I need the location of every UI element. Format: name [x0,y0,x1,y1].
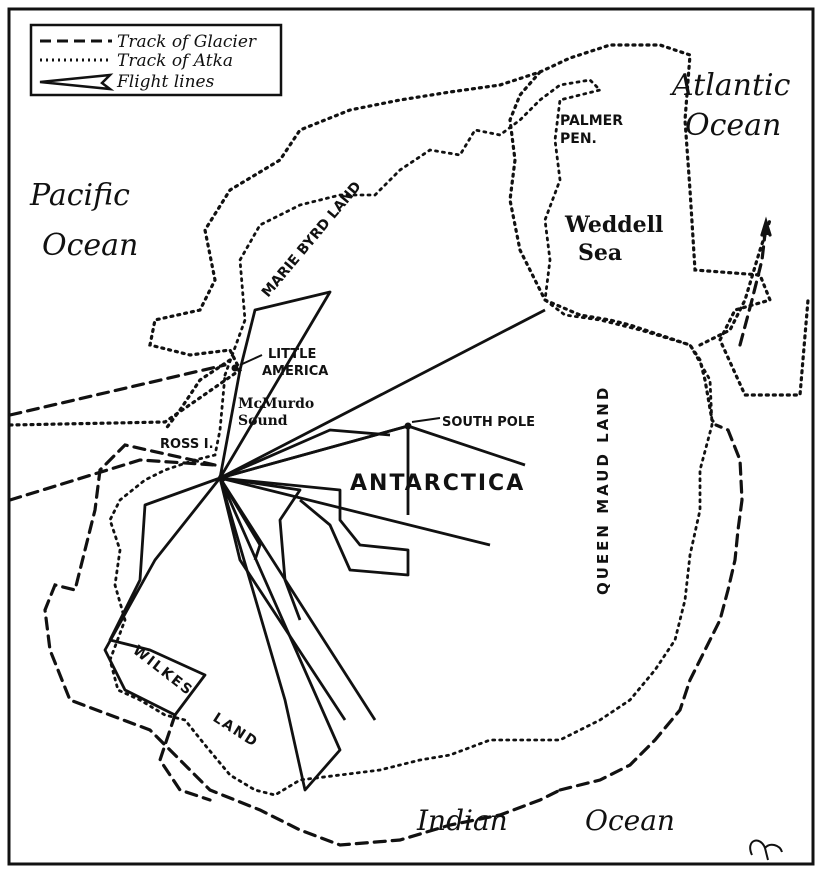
antarctica-coast [108,78,714,797]
atka-track [8,43,810,432]
palmer-label-2: PEN. [560,131,597,147]
mcmurdo-marker [218,474,226,482]
south-pole-marker [404,422,412,430]
little-america-label-2: AMERICA [262,364,328,379]
indian-label-2: Ocean [585,804,675,837]
mcmurdo-label-1: McMurdo [238,396,314,412]
legend-atka-label: Track of Atka [117,51,233,71]
little-america-leader [239,354,263,366]
palmer-label-1: PALMER [560,113,623,129]
south-pole-leader [411,417,441,423]
weddell-label-1: Weddell [564,212,663,238]
atlantic-label-1: Atlantic [669,68,791,103]
atlantic-label-2: Ocean [685,108,781,143]
pacific-label-2: Ocean [42,228,138,263]
pacific-label-1: Pacific [29,178,130,213]
land-label: LAND [210,710,262,751]
legend-glacier-label: Track of Glacier [117,32,257,52]
indian-label-1: Indian [416,804,508,837]
little-america-label-1: LITTLE [268,347,316,362]
antarctica-label: ANTARCTICA [350,471,525,496]
weddell-label-2: Sea [578,240,622,266]
legend-box [29,23,283,97]
legend-flight-label: Flight lines [116,72,215,92]
wilkes-label: WILKES [130,643,197,700]
little-america-marker [231,364,239,372]
ross-label: ROSS I. [160,437,214,452]
queen-maud-label: QUEEN MAUD LAND [594,385,612,595]
map-border [7,7,815,866]
south-pole-label: SOUTH POLE [442,415,535,430]
mcmurdo-label-2: Sound [238,413,288,429]
marie-byrd-label: MARIE BYRD LAND [259,179,365,301]
artist-signature [749,839,783,861]
legend: Track of Glacier Track of Atka Flight li… [29,23,283,97]
legend-flight-swatch [39,73,115,91]
glacier-track [8,216,772,847]
